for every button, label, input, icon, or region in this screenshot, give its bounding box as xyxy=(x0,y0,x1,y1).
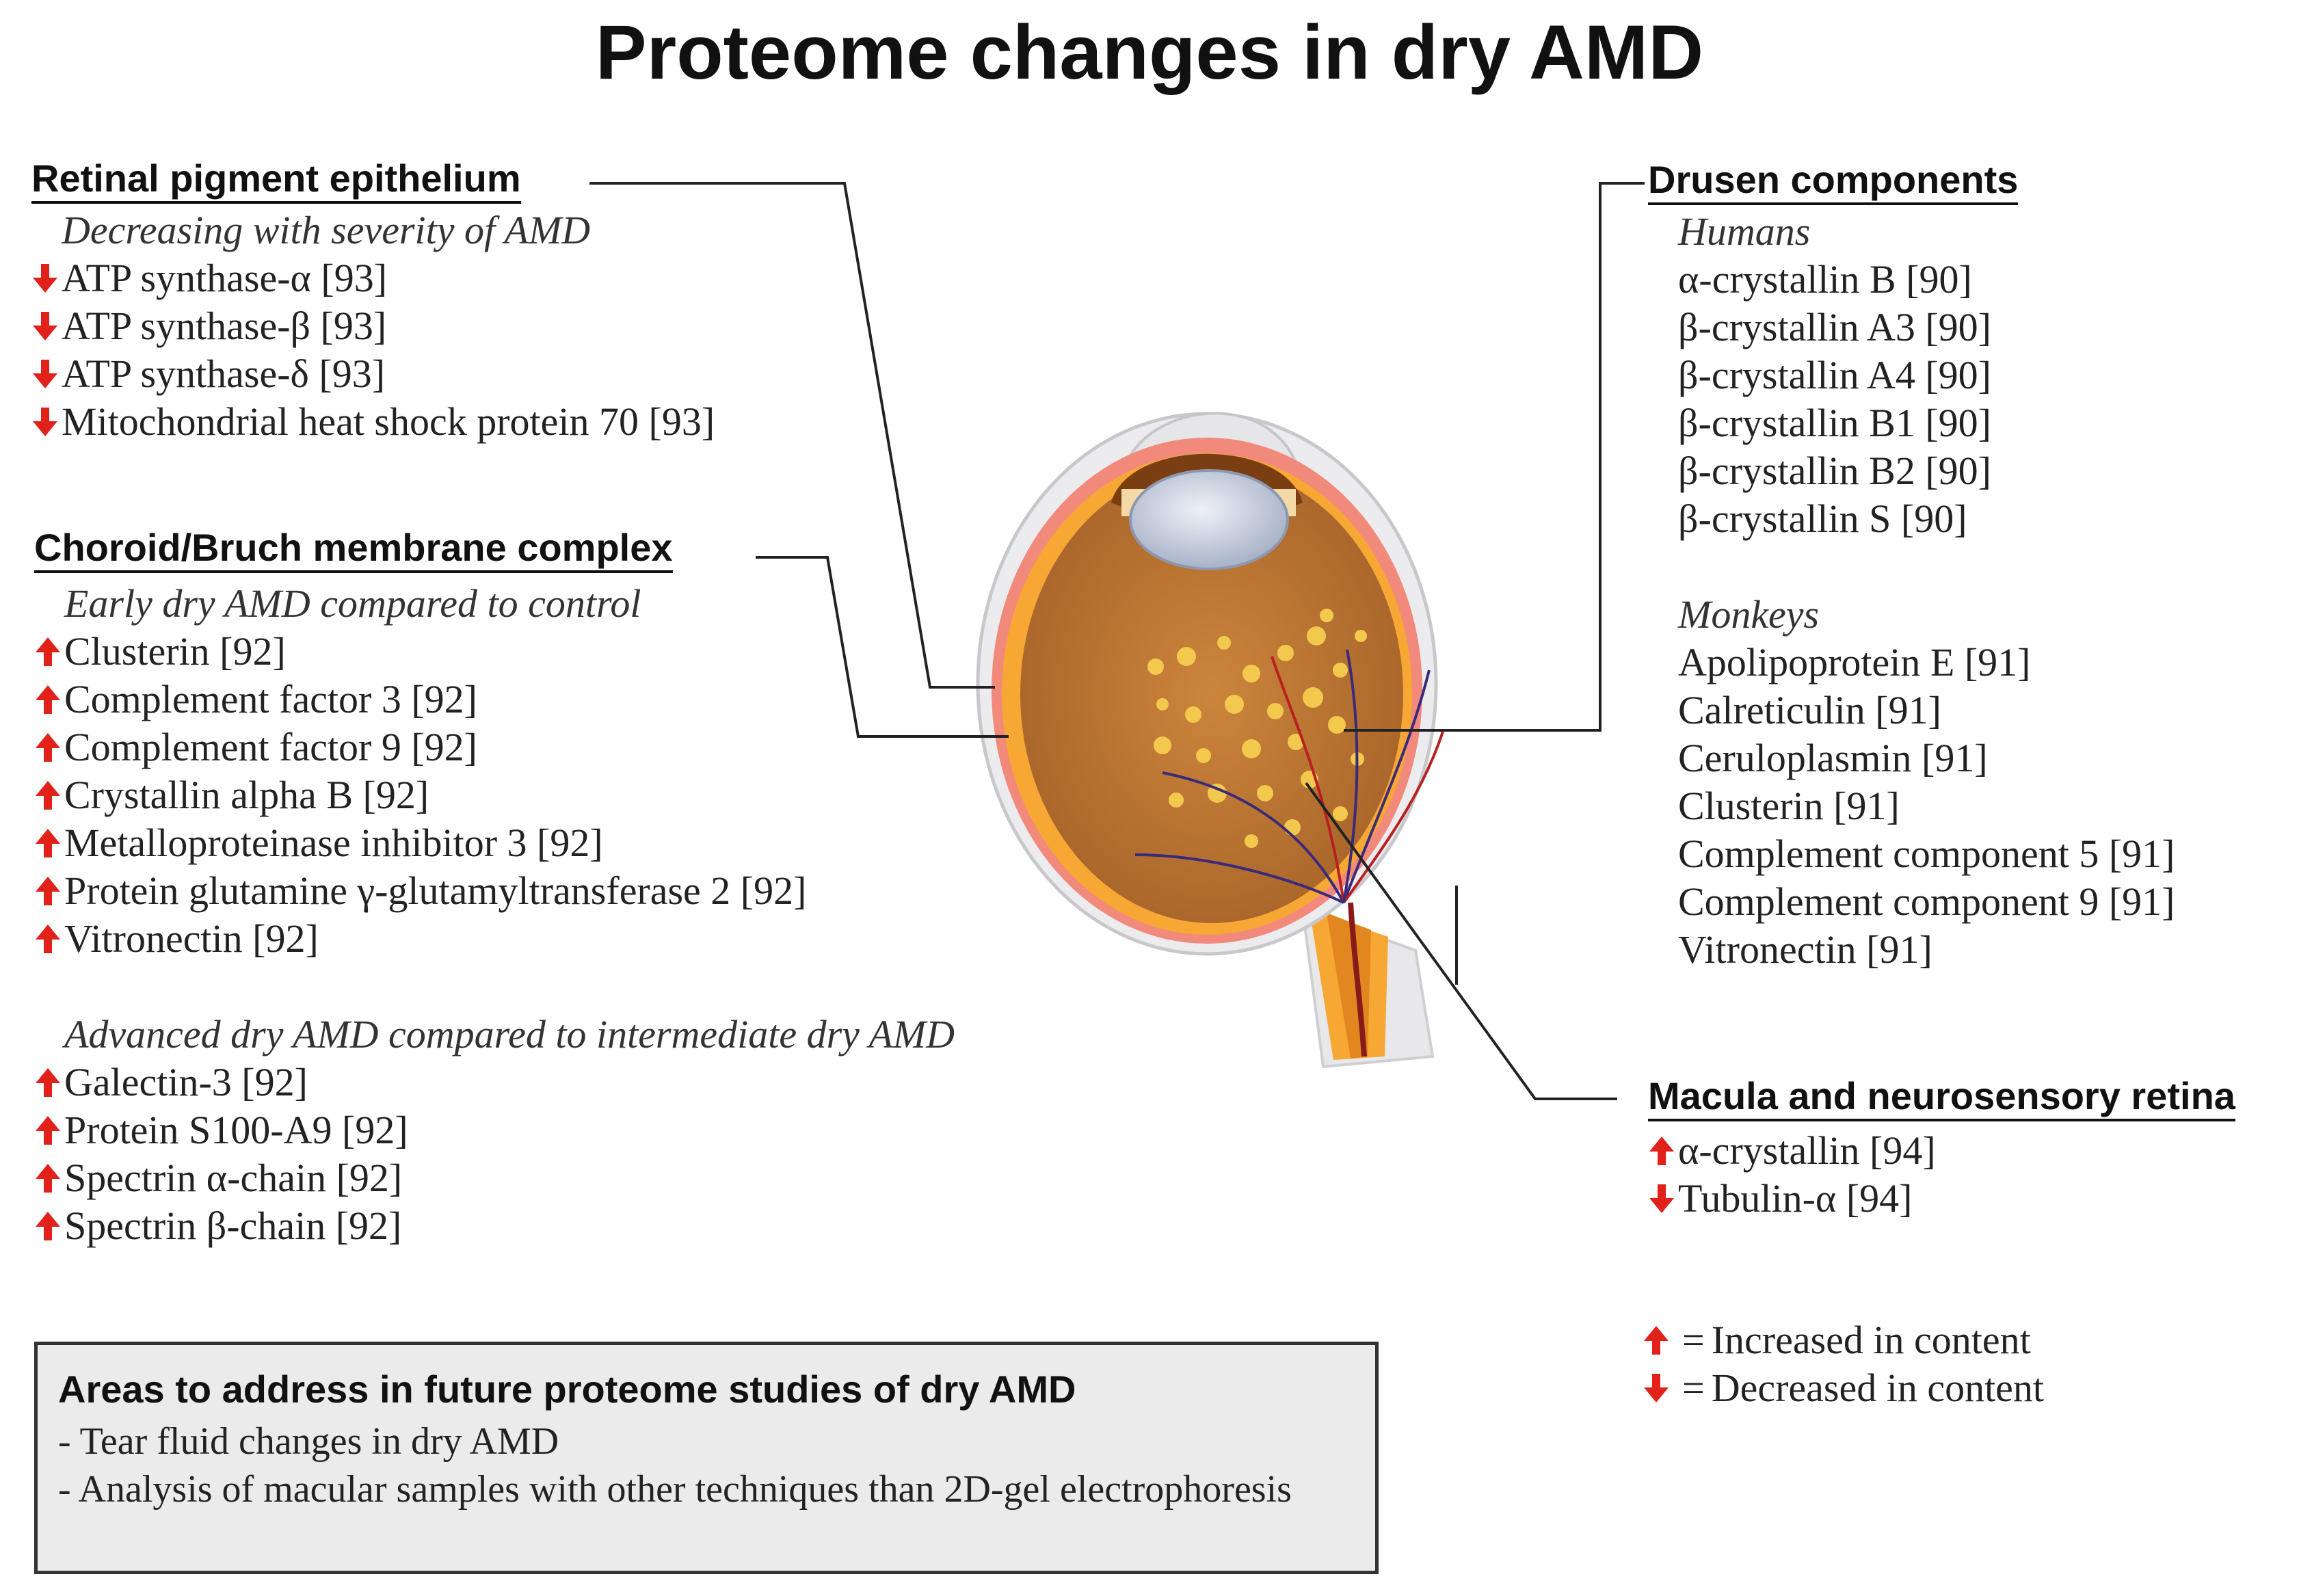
up-arrow-icon xyxy=(36,1115,60,1145)
up-arrow-icon xyxy=(1644,1326,1669,1355)
list-item: - Tear fluid changes in dry AMD xyxy=(58,1420,559,1463)
list-item: ATP synthase-δ [93] xyxy=(31,350,715,398)
rpe-callout-line xyxy=(589,182,995,689)
list-item: α-crystallin B [90] xyxy=(1678,256,1972,302)
list-item: β-crystallin A3 [90] xyxy=(1678,304,1991,349)
list-item: Protein S100-A9 [92] xyxy=(34,1106,955,1154)
up-arrow-icon xyxy=(36,1067,60,1097)
rpe-section: Retinal pigment epithelium Decreasing wi… xyxy=(31,157,715,446)
list-item: β-crystallin A4 [90] xyxy=(1678,352,1991,397)
list-item: Calreticulin [91] xyxy=(1678,687,1941,732)
macula-section: Macula and neurosensory retina α-crystal… xyxy=(1648,1075,2235,1223)
list-item: Protein glutamine γ-glutamyltransferase … xyxy=(34,867,955,915)
list-item: Clusterin [91] xyxy=(1678,783,1900,828)
list-item: ATP synthase-β [93] xyxy=(31,302,715,350)
list-item: Ceruloplasmin [91] xyxy=(1678,735,1988,780)
list-item: Complement factor 3 [92] xyxy=(34,676,955,723)
figure-title: Proteome changes in dry AMD xyxy=(595,10,1704,95)
list-item: β-crystallin S [90] xyxy=(1678,496,1967,541)
up-arrow-icon xyxy=(36,780,60,810)
fundus xyxy=(1020,465,1403,923)
down-arrow-icon xyxy=(33,263,57,293)
down-arrow-icon xyxy=(33,359,57,388)
legend-item: =Increased in content xyxy=(1643,1316,2044,1364)
lens xyxy=(1129,469,1289,570)
list-item: Spectrin β-chain [92] xyxy=(34,1202,955,1250)
choroid-heading: Choroid/Bruch membrane complex xyxy=(34,527,673,573)
list-item: β-crystallin B1 [90] xyxy=(1678,400,1991,445)
list-item: Complement component 9 [91] xyxy=(1678,879,2175,924)
retinal-vessels xyxy=(1134,649,1444,904)
up-arrow-icon xyxy=(1649,1136,1674,1165)
up-arrow-icon xyxy=(36,828,60,857)
list-item: Spectrin α-chain [92] xyxy=(34,1154,955,1202)
down-arrow-icon xyxy=(1644,1374,1669,1402)
drusen-deposits xyxy=(1147,609,1367,848)
up-arrow-icon xyxy=(36,876,60,905)
list-item: Tubulin-α [94] xyxy=(1648,1175,2235,1223)
drusen-monkeys-subheading: Monkeys xyxy=(1678,591,1820,637)
up-arrow-icon xyxy=(36,924,60,953)
macula-callout-line xyxy=(1305,782,1617,1100)
list-item: Vitronectin [92] xyxy=(34,915,955,963)
list-item: β-crystallin B2 [90] xyxy=(1678,448,1991,493)
list-item: Clusterin [92] xyxy=(34,628,955,676)
list-item: Apolipoprotein E [91] xyxy=(1678,639,2031,684)
legend-item: =Decreased in content xyxy=(1643,1364,2044,1412)
list-item: Metalloproteinase inhibitor 3 [92] xyxy=(34,819,955,867)
up-arrow-icon xyxy=(36,1163,60,1193)
choroid-section: Choroid/Bruch membrane complex Early dry… xyxy=(34,527,955,1250)
macula-heading: Macula and neurosensory retina xyxy=(1648,1075,2235,1121)
list-item: ATP synthase-α [93] xyxy=(31,254,715,302)
list-item: Galectin-3 [92] xyxy=(34,1059,955,1106)
list-item: Complement factor 9 [92] xyxy=(34,723,955,771)
up-arrow-icon xyxy=(36,637,60,666)
choroid-advanced-subheading: Advanced dry AMD compared to intermediat… xyxy=(64,1011,955,1056)
choroid-early-subheading: Early dry AMD compared to control xyxy=(64,581,641,626)
list-item: α-crystallin [94] xyxy=(1648,1127,2235,1175)
drusen-section: Drusen components Humans α-crystallin B … xyxy=(1648,159,2175,974)
rpe-subheading: Decreasing with severity of AMD xyxy=(62,207,591,252)
down-arrow-icon xyxy=(33,311,57,341)
drusen-humans-subheading: Humans xyxy=(1678,209,1811,254)
up-arrow-icon xyxy=(36,732,60,762)
future-studies-heading: Areas to address in future proteome stud… xyxy=(58,1368,1076,1411)
legend: =Increased in content =Decreased in cont… xyxy=(1643,1316,2044,1412)
up-arrow-icon xyxy=(36,1211,60,1240)
choroid-callout-line xyxy=(756,556,1009,738)
drusen-callout-line xyxy=(1344,182,1645,732)
list-item: Complement component 5 [91] xyxy=(1678,831,2175,876)
future-studies-box: Areas to address in future proteome stud… xyxy=(34,1342,1379,1574)
rpe-heading: Retinal pigment epithelium xyxy=(31,157,521,204)
down-arrow-icon xyxy=(1649,1184,1674,1213)
list-item: Mitochondrial heat shock protein 70 [93] xyxy=(31,398,715,446)
optic-nerve xyxy=(1301,902,1435,1069)
up-arrow-icon xyxy=(36,684,60,714)
list-item: Crystallin alpha B [92] xyxy=(34,771,955,819)
list-item: Vitronectin [91] xyxy=(1678,927,1932,972)
down-arrow-icon xyxy=(33,407,57,436)
list-item: - Analysis of macular samples with other… xyxy=(58,1468,1292,1511)
drusen-heading: Drusen components xyxy=(1648,159,2019,205)
